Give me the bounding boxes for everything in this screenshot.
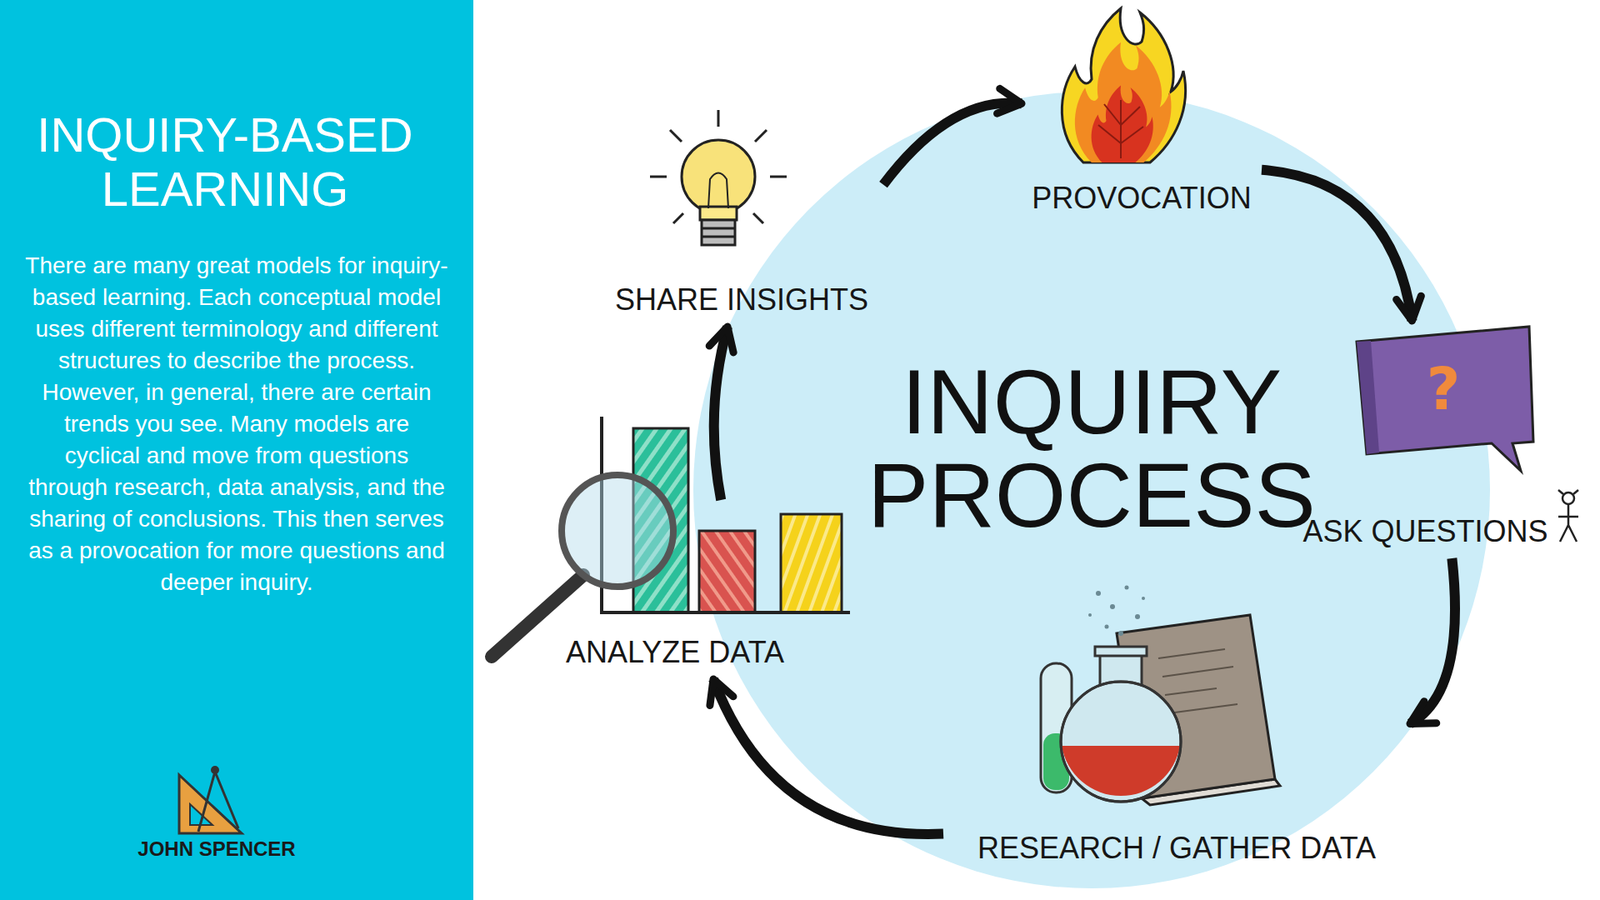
stage-node: ASK QUESTIONS (1292, 320, 1559, 559)
lightbulb-icon (650, 110, 787, 245)
stage-label: RESEARCH / GATHER DATA (977, 831, 1376, 865)
stage-label: ASK QUESTIONS (1302, 515, 1548, 549)
stage-node: SHARE INSIGHTS (600, 108, 884, 327)
stage-node: ANALYZE DATA (483, 500, 867, 680)
panel-title: INQUIRY-BASED LEARNING (16, 108, 434, 217)
description-text: There are many great models for inquiry-… (25, 250, 449, 599)
stage-node: RESEARCH / GATHER DATA (943, 600, 1410, 875)
stage-label: SHARE INSIGHTS (615, 283, 869, 317)
stage-label: ANALYZE DATA (565, 635, 785, 670)
logo-icon (179, 765, 242, 834)
stick-figure (1558, 490, 1579, 542)
question-mark: ? (1410, 360, 1477, 419)
diagram-heading: INQUIRY PROCESS (833, 355, 1350, 542)
flame-icon (1061, 8, 1185, 163)
author-name: JOHN SPENCER (125, 838, 309, 860)
stage-node: PROVOCATION (1021, 4, 1262, 225)
stage-label: PROVOCATION (1031, 181, 1251, 215)
